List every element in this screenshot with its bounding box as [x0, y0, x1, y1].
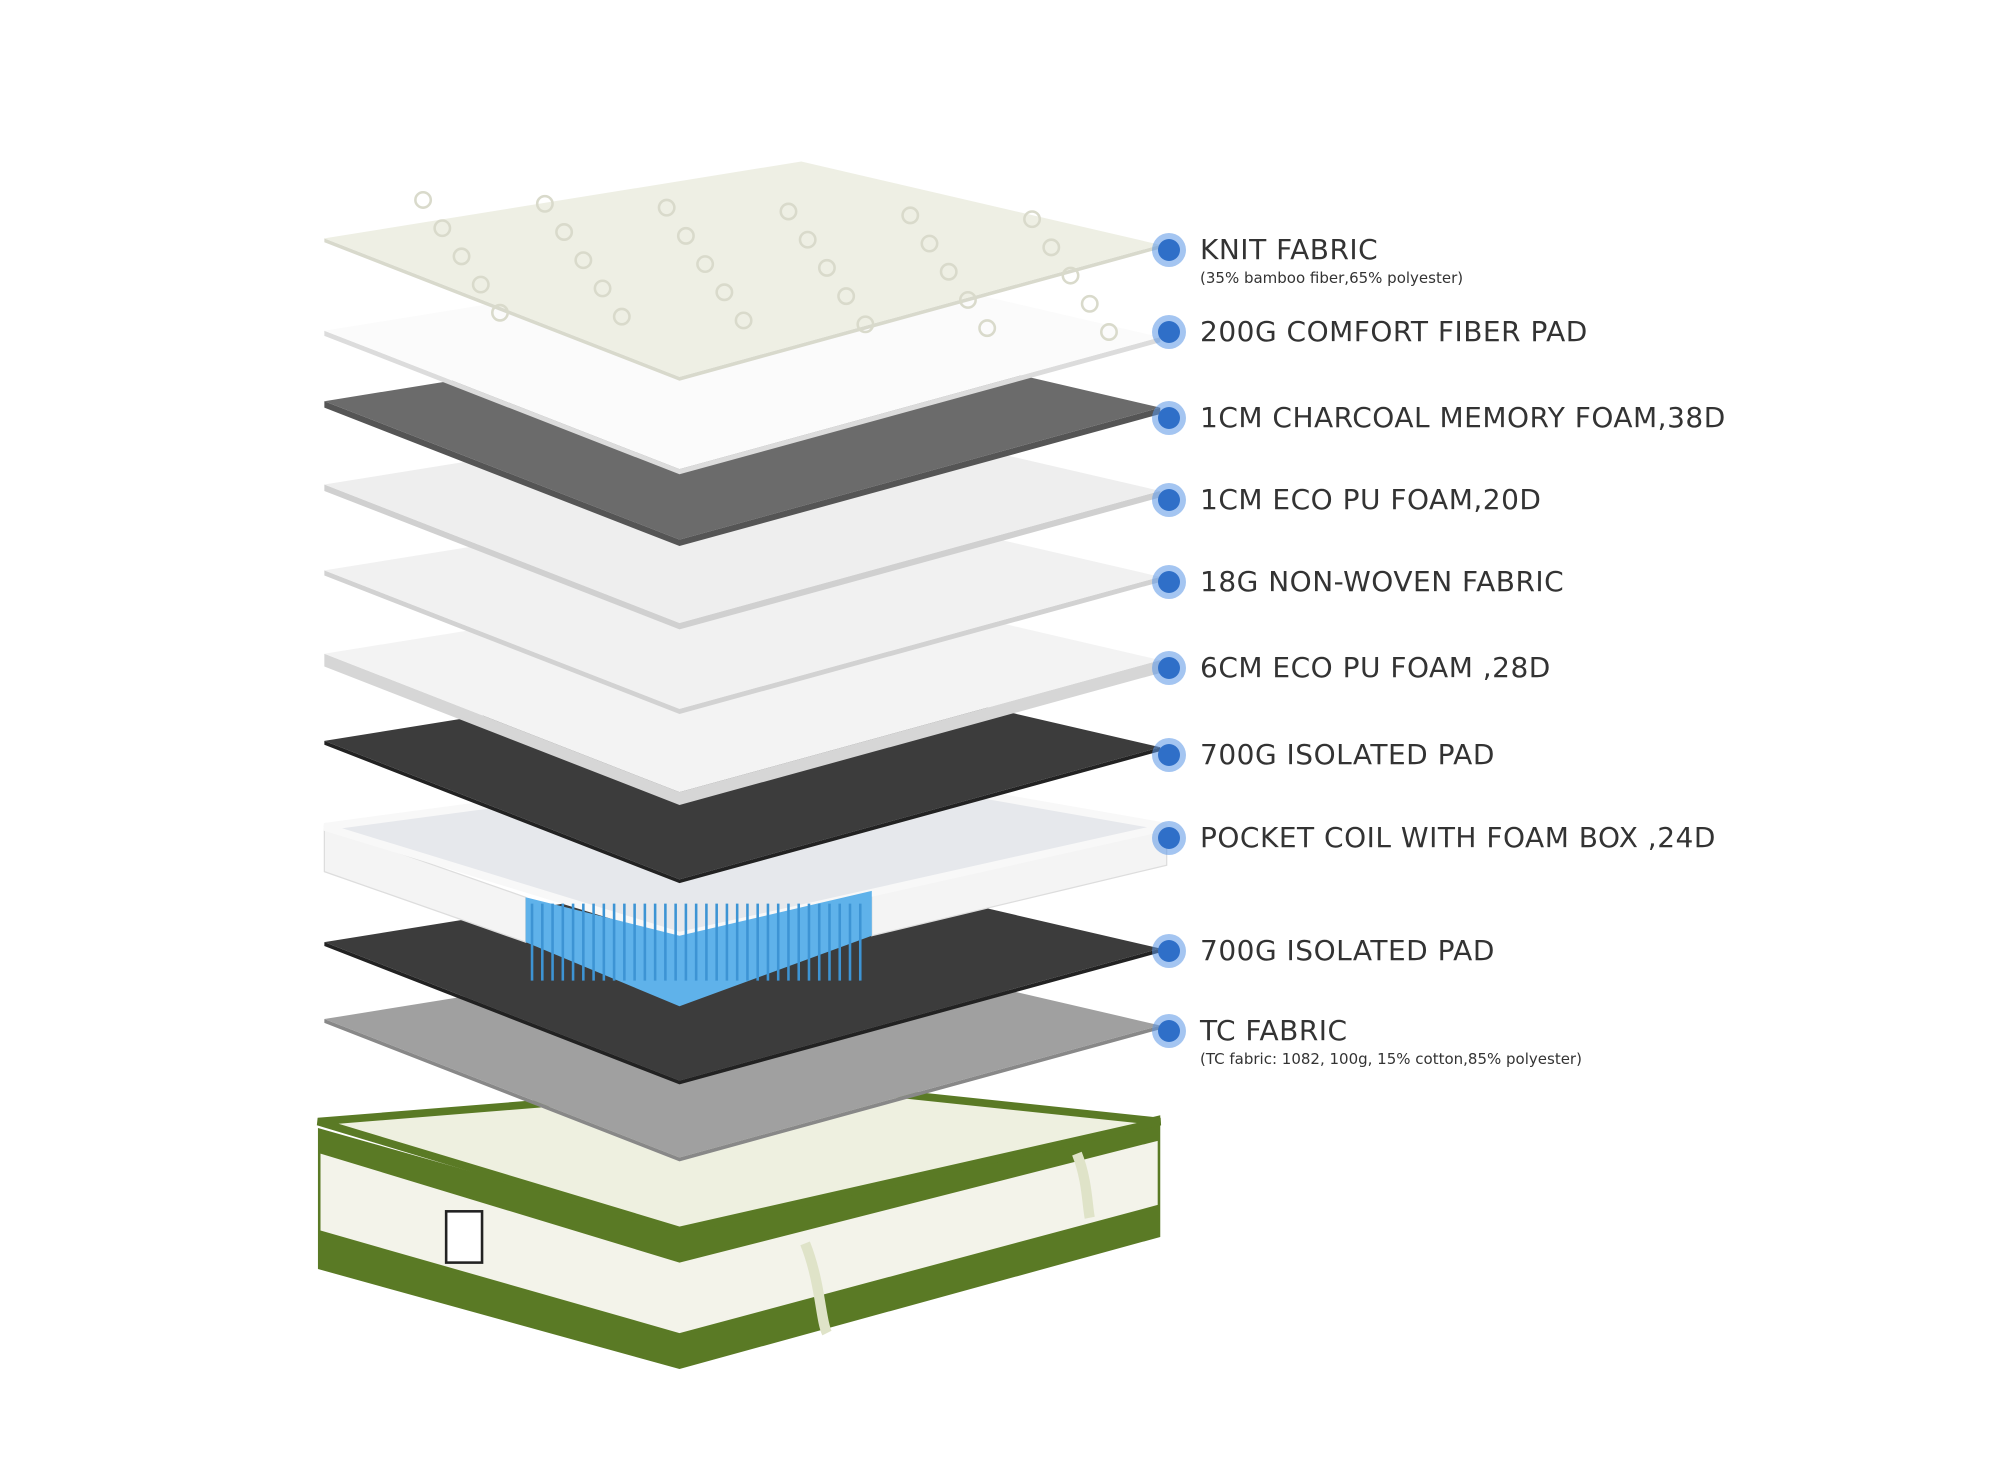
- quilt-motif: [593, 279, 612, 298]
- knit-fabric-layer: [324, 161, 1161, 381]
- quilt-motif: [676, 226, 695, 245]
- quilt-motif: [491, 303, 509, 322]
- layer-label-eco-pu-foam-1cm: 1CM ECO PU FOAM,20D: [1158, 483, 1541, 517]
- layer-label-pocket-coil: POCKET COIL WITH FOAM BOX ,24D: [1158, 821, 1716, 855]
- quilt-motif: [798, 230, 817, 249]
- layer-title: 700G ISOLATED PAD: [1200, 738, 1495, 771]
- layer-title: KNIT FABRIC: [1200, 233, 1379, 266]
- quilt-motif: [612, 307, 631, 326]
- quilt-motif: [734, 311, 753, 330]
- layer-label-isolated-pad-top: 700G ISOLATED PAD: [1158, 738, 1495, 772]
- quilt-motif: [779, 202, 798, 221]
- quilt-motif: [555, 223, 574, 241]
- layer-title: 700G ISOLATED PAD: [1200, 934, 1495, 967]
- quilt-motif: [471, 275, 490, 294]
- quilt-motif: [856, 315, 875, 334]
- layer-label-knit-fabric: KNIT FABRIC (35% bamboo fiber,65% polyes…: [1158, 233, 1463, 287]
- layer-label-tc-fabric: TC FABRIC (TC fabric: 1082, 100g, 15% co…: [1158, 1014, 1582, 1068]
- layer-label-isolated-pad-bottom: 700G ISOLATED PAD: [1158, 934, 1495, 968]
- quilt-motif: [696, 255, 715, 274]
- brand-tag: [444, 1210, 484, 1264]
- coil-springs: [525, 890, 872, 1007]
- bullet-dot-icon: [1158, 489, 1180, 511]
- quilt-motif: [939, 262, 958, 281]
- layer-title: 18G NON-WOVEN FABRIC: [1200, 565, 1565, 598]
- quilt-motif: [817, 258, 836, 277]
- quilt-motif: [433, 219, 452, 238]
- quilt-motif: [1080, 294, 1099, 313]
- mattress-side-band: [320, 1140, 1158, 1334]
- quilt-motif: [535, 194, 554, 213]
- bullet-dot-icon: [1158, 1020, 1180, 1042]
- layer-title: 1CM ECO PU FOAM,20D: [1200, 483, 1542, 516]
- bullet-dot-icon: [1158, 239, 1180, 261]
- quilt-motif: [978, 319, 997, 338]
- bullet-dot-icon: [1158, 657, 1180, 679]
- bullet-dot-icon: [1158, 827, 1180, 849]
- layer-surface: [324, 161, 1161, 377]
- quilt-motif: [837, 287, 856, 306]
- quilt-motif: [901, 206, 920, 225]
- layer-label-charcoal-memory-foam: 1CM CHARCOAL MEMORY FOAM,38D: [1158, 401, 1726, 435]
- quilt-motif: [1061, 266, 1080, 285]
- layer-title: POCKET COIL WITH FOAM BOX ,24D: [1200, 821, 1716, 854]
- quilt-motif: [574, 251, 593, 270]
- layer-subtitle: (35% bamboo fiber,65% polyester): [1200, 269, 1464, 287]
- layer-title: 200G COMFORT FIBER PAD: [1200, 315, 1588, 348]
- mattress-side: [317, 1115, 1161, 1369]
- quilt-motif: [452, 247, 471, 266]
- quilt-motif: [715, 283, 734, 302]
- layer-label-eco-pu-foam-6cm: 6CM ECO PU FOAM ,28D: [1158, 651, 1551, 685]
- quilt-motif: [1023, 210, 1042, 229]
- quilt-motif: [414, 190, 433, 209]
- bullet-dot-icon: [1158, 744, 1180, 766]
- layer-title: 1CM CHARCOAL MEMORY FOAM,38D: [1200, 401, 1726, 434]
- quilt-motif: [920, 234, 939, 253]
- assembled-mattress: [316, 1079, 1162, 1369]
- bullet-dot-icon: [1158, 940, 1180, 962]
- layer-title: TC FABRIC: [1200, 1014, 1348, 1047]
- quilt-motif: [958, 290, 977, 309]
- mattress-handle: [800, 1151, 1095, 1336]
- quilt-motif: [657, 198, 676, 217]
- bullet-dot-icon: [1158, 321, 1180, 343]
- layer-edge: [324, 653, 1161, 805]
- layer-subtitle: (TC fabric: 1082, 100g, 15% cotton,85% p…: [1200, 1050, 1582, 1068]
- layer-label-comfort-fiber-pad: 200G COMFORT FIBER PAD: [1158, 315, 1588, 349]
- quilt-motif: [1042, 238, 1061, 257]
- bullet-dot-icon: [1158, 571, 1180, 593]
- layer-title: 6CM ECO PU FOAM ,28D: [1200, 651, 1551, 684]
- quilt-motif: [1100, 323, 1118, 341]
- bullet-dot-icon: [1158, 407, 1180, 429]
- layer-label-non-woven-fabric: 18G NON-WOVEN FABRIC: [1158, 565, 1564, 599]
